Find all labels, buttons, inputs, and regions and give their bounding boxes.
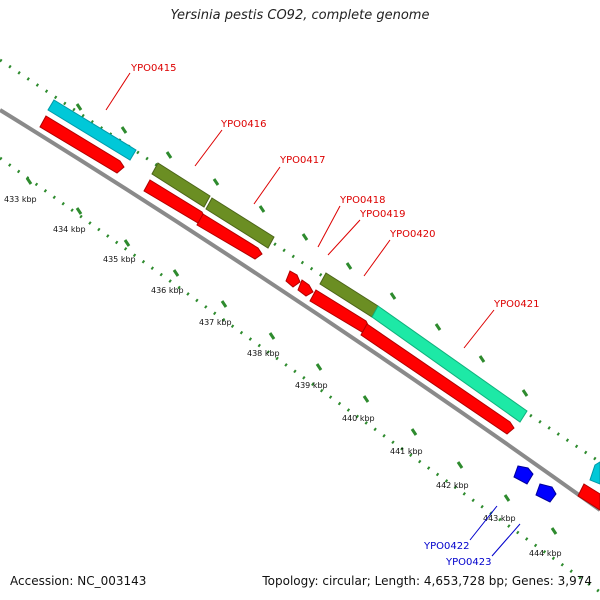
blue-gene-labels: YPO0422 YPO0423 xyxy=(423,541,491,568)
accession-text: Accession: NC_003143 xyxy=(10,574,147,588)
cds-arrow-ypo0422[interactable] xyxy=(513,465,534,485)
gene-label-ypo0422[interactable]: YPO0422 xyxy=(423,541,469,552)
gene-label-ypo0416[interactable]: YPO0416 xyxy=(220,119,266,130)
teal-feature-ypo0421[interactable] xyxy=(371,305,528,423)
cyan-feature-partial[interactable] xyxy=(589,461,600,485)
cds-arrow-ypo0421[interactable] xyxy=(360,323,515,435)
gene-label-ypo0418[interactable]: YPO0418 xyxy=(339,195,385,206)
outer-major-ticks xyxy=(75,103,529,397)
map-title: Yersinia pestis CO92, complete genome xyxy=(170,8,430,23)
gene-label-ypo0421[interactable]: YPO0421 xyxy=(493,299,539,310)
cds-arrow-partial[interactable] xyxy=(577,483,600,511)
red-gene-labels: YPO0415 YPO0416 YPO0417 YPO0418 YPO0419 … xyxy=(130,63,539,310)
genome-summary-text: Topology: circular; Length: 4,653,728 bp… xyxy=(262,574,592,588)
tick-label: 435 kbp xyxy=(103,255,136,264)
gene-label-ypo0419[interactable]: YPO0419 xyxy=(359,209,405,220)
gene-label-ypo0420[interactable]: YPO0420 xyxy=(389,229,435,240)
tick-labels: 433 kbp 434 kbp 435 kbp 436 kbp 437 kbp … xyxy=(4,195,562,558)
cyan-feature-ypo0415[interactable] xyxy=(47,99,137,161)
tick-label: 439 kbp xyxy=(295,381,328,390)
cds-arrow-ypo0418[interactable] xyxy=(285,270,301,288)
tick-label: 443 kbp xyxy=(483,514,516,523)
gene-label-ypo0417[interactable]: YPO0417 xyxy=(279,155,325,166)
tick-label: 437 kbp xyxy=(199,318,232,327)
genome-backbone xyxy=(0,108,600,512)
tick-label: 438 kbp xyxy=(247,349,280,358)
olive-feature-ypo0416[interactable] xyxy=(151,162,211,208)
cds-arrow-ypo0423[interactable] xyxy=(535,483,557,503)
tick-label: 442 kbp xyxy=(436,481,469,490)
tick-label: 433 kbp xyxy=(4,195,37,204)
tick-label: 436 kbp xyxy=(151,286,184,295)
cds-arrow-ypo0419[interactable] xyxy=(297,279,314,297)
tick-label: 440 kbp xyxy=(342,414,375,423)
gene-label-ypo0415[interactable]: YPO0415 xyxy=(130,63,176,74)
tick-label: 444 kbp xyxy=(529,549,562,558)
cds-arrow-ypo0415[interactable] xyxy=(39,115,125,174)
inner-tick-track xyxy=(0,156,600,594)
tick-label: 441 kbp xyxy=(390,447,423,456)
olive-feature-ypo0417[interactable] xyxy=(205,197,275,249)
tick-label: 434 kbp xyxy=(53,225,86,234)
blue-label-leaders xyxy=(469,505,521,557)
inner-major-ticks xyxy=(25,177,558,535)
gene-label-ypo0423[interactable]: YPO0423 xyxy=(445,557,491,568)
red-label-leaders xyxy=(105,72,495,349)
cds-arrow-ypo0417[interactable] xyxy=(196,213,263,260)
